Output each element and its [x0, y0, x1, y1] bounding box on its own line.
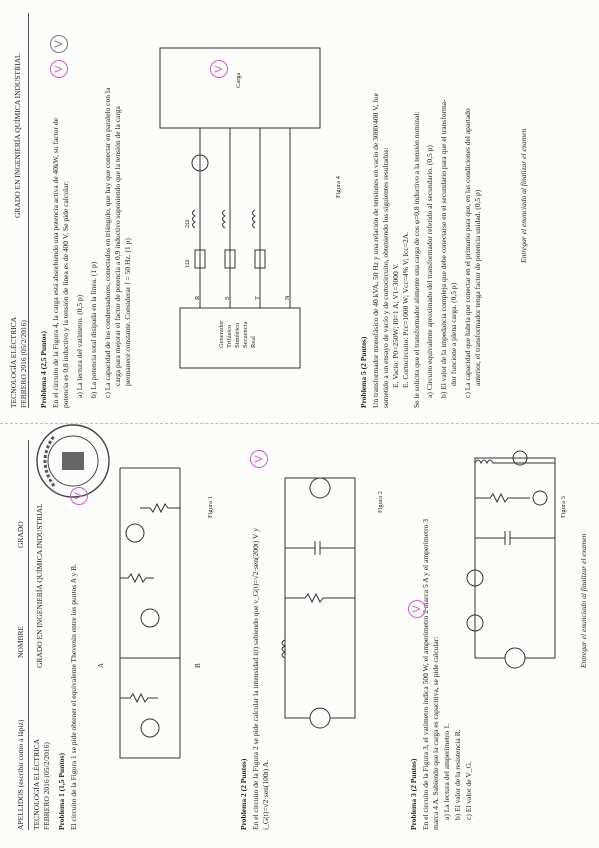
- check-mark-4: V: [50, 60, 68, 78]
- p4-text-2: potencia es 0,8 inductivo y la tensión d…: [61, 181, 70, 408]
- gen-label-2: Trifásico: [226, 324, 233, 348]
- grado-label: GRADO: [16, 521, 25, 548]
- load-label: Carga: [235, 72, 242, 88]
- right-course: TECNOLOGÍA ELÉCTRICA: [9, 316, 18, 408]
- gen-label-4: Secuencia: [242, 321, 249, 348]
- figure-2-circuit: [281, 477, 356, 729]
- gen-label-1: Generador: [218, 320, 225, 348]
- gen-label-3: Simétrico: [234, 322, 241, 348]
- fold-line: [0, 423, 599, 424]
- p3-text-2: marca 4 A. Sabiendo que la carga es capa…: [431, 636, 440, 830]
- p4-item-c-2: carga para mejorar el factor de potencia…: [113, 106, 122, 386]
- apellidos-label: APELLIDOS (escribir como a lápiz): [16, 719, 25, 830]
- university-seal: [34, 422, 112, 500]
- figure-3-caption: Figura 3: [560, 496, 567, 518]
- p3-item-c: c) El valor de V_G.: [464, 761, 473, 820]
- left-degree: GRADO EN INGENIERÍA QUÍMICA INDUSTRIAL: [35, 503, 44, 668]
- p1-text: El circuito de la Figura 1 se pide obten…: [69, 563, 78, 830]
- p5-test-2: E. Cortocircuito: Pcc=1000 W; Vcc=4% V; …: [401, 232, 410, 388]
- check-mark-3: V: [408, 600, 426, 618]
- figure-1-caption: Figura 1: [207, 496, 214, 518]
- phase-s: S: [224, 296, 231, 300]
- p4-item-c-1: c) La capacidad de los condensadores, co…: [103, 87, 112, 398]
- p3-item-a: a) La lectura del amperímetro 1.: [442, 723, 451, 820]
- p4-title: Problema 4 (2,5 Puntos): [39, 331, 48, 408]
- figure-1-circuit: A B: [97, 467, 202, 759]
- svg-text:B: B: [194, 663, 202, 668]
- p5-title: Problema 5 (2 Puntos): [359, 336, 368, 408]
- figure-4-circuit: [159, 47, 321, 369]
- p2-text-1: En el circuito de la Figura 2 se pide ca…: [251, 528, 260, 830]
- check-mark-2: V: [250, 450, 268, 468]
- figure-4-caption: Figura 4: [335, 176, 342, 198]
- line-impedance-1: 1Ω: [184, 259, 191, 268]
- phase-n: N: [284, 295, 291, 300]
- phase-r: R: [194, 295, 201, 300]
- p4-text-1: En el circuito de la Figura 4, la carga …: [51, 118, 60, 408]
- right-footer: Entregar el enunciado al finalizar el ex…: [519, 128, 528, 263]
- p5-item-b-2: dor funcione a plena carga. (0,5 p): [449, 282, 458, 386]
- left-date: FEBRERO 2016 (05/2/2016): [42, 742, 51, 830]
- left-footer: Entregar el enunciado al finalizar el ex…: [579, 533, 588, 668]
- nombre-label: NOMBRE: [16, 625, 25, 658]
- p2-title: Problema 2 (2 Puntos): [239, 758, 248, 830]
- line-impedance-2: 2Ω: [184, 219, 191, 228]
- p4-item-a: a) La lectura del vatímetro. (0,5 p): [75, 294, 84, 398]
- figure-3-circuit: [466, 450, 556, 669]
- p1-title: Problema 1 (1,5 Puntos): [57, 753, 66, 830]
- right-degree: GRADO EN INGENIERÍA QUÍMICA INDUSTRIAL: [13, 53, 22, 218]
- svg-text:A: A: [97, 663, 105, 668]
- p3-text-1: En el circuito de la Figura 3, el vatíme…: [421, 519, 430, 830]
- figure-2-caption: Figura 2: [377, 491, 384, 513]
- check-mark-5: V: [50, 35, 68, 53]
- p2-text-2: i_G(t)=√2·sen(100t) A.: [261, 759, 270, 830]
- phase-t: T: [254, 296, 261, 300]
- p4-item-b: b) La potencia total disipada en la líne…: [89, 261, 98, 398]
- gen-label-5: Real: [250, 336, 257, 348]
- right-date: FEBRERO 2016 (05/2/2016): [19, 320, 28, 408]
- header-line: [28, 440, 29, 830]
- p5-text-1: Un transformador monofásico de 40 kVA, 5…: [371, 93, 380, 408]
- p5-item-c-2: anterior, el transformador tenga factor …: [473, 189, 482, 386]
- p5-text-2: sometido a un ensayo de vacío y de corto…: [381, 147, 390, 408]
- p3-item-b: b) El valor de la resistencia R.: [453, 729, 462, 820]
- p3-title: Problema 3 (2 Puntos): [409, 758, 418, 830]
- p5-text-3: Se le solicita que el transformador alim…: [412, 111, 421, 408]
- p4-item-c-3: permanece constante. Considerar f = 50 H…: [123, 238, 132, 386]
- p5-item-b-1: b) El valor de la impedancia compleja qu…: [439, 99, 448, 398]
- p5-item-a: a) Circuito equivalente aproximado del t…: [425, 145, 434, 398]
- left-course: TECNOLOGÍA ELÉCTRICA: [32, 738, 41, 830]
- p5-item-c-1: c) La capacidad que habría que conectar …: [463, 108, 472, 398]
- p5-test-1: E. Vacío: P0=250W; I0=1 A; V1=3000 V.: [391, 263, 400, 388]
